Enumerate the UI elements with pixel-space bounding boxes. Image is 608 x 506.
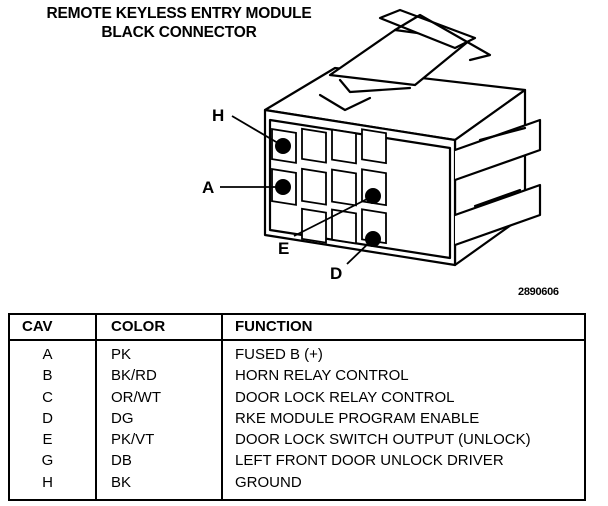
side-rib-2 bbox=[453, 183, 542, 247]
pin-label-a: A bbox=[202, 178, 214, 197]
cell-function: DOOR LOCK SWITCH OUTPUT (UNLOCK) bbox=[235, 431, 531, 449]
pin-label-h: H bbox=[212, 106, 224, 125]
latch-rail bbox=[378, 8, 477, 50]
header-function: FUNCTION bbox=[222, 314, 585, 341]
cell-color: DG bbox=[96, 407, 223, 430]
cell-function: GROUND bbox=[235, 473, 302, 491]
cell-color: PK bbox=[96, 340, 223, 366]
table-row: H BK GROUND bbox=[9, 471, 585, 501]
cell-cav: C bbox=[9, 386, 97, 408]
table-row: C OR/WT DOOR LOCK RELAY CONTROL bbox=[9, 386, 585, 408]
table-row: E PK/VT DOOR LOCK SWITCH OUTPUT (UNLOCK) bbox=[9, 429, 585, 451]
connector-drawing: H A E D bbox=[202, 8, 542, 283]
cell-color: BK/RD bbox=[96, 365, 223, 387]
table-row: D DG RKE MODULE PROGRAM ENABLE bbox=[9, 407, 585, 430]
figure-id: 2890606 bbox=[518, 286, 559, 298]
diagram-title: REMOTE KEYLESS ENTRY MODULE BLACK CONNEC… bbox=[14, 4, 344, 42]
table-row: G DB LEFT FRONT DOOR UNLOCK DRIVER bbox=[9, 450, 585, 472]
table-header-row: CAV COLOR FUNCTION bbox=[9, 314, 585, 341]
table-row: A PK FUSED B (+) bbox=[9, 340, 585, 366]
cell-function: LEFT FRONT DOOR UNLOCK DRIVER bbox=[235, 452, 504, 470]
cell-cav: H bbox=[9, 471, 97, 501]
cell-function: HORN RELAY CONTROL bbox=[235, 367, 409, 385]
cell-color: OR/WT bbox=[96, 386, 223, 408]
table-row: B BK/RD HORN RELAY CONTROL bbox=[9, 365, 585, 387]
leader-e bbox=[293, 195, 374, 237]
cell-color: BK bbox=[96, 471, 223, 501]
leader-d bbox=[346, 238, 374, 265]
pin-label-e: E bbox=[278, 239, 289, 258]
header-color: COLOR bbox=[96, 314, 223, 341]
cell-color: DB bbox=[96, 450, 223, 472]
cell-function: DOOR LOCK RELAY CONTROL bbox=[235, 388, 455, 406]
cell-cav: A bbox=[9, 340, 97, 366]
cavity-table: CAV COLOR FUNCTION A PK FUSED B (+) B BK… bbox=[8, 313, 586, 502]
cavity-grid bbox=[271, 127, 387, 245]
cell-cav: E bbox=[9, 429, 97, 451]
latch-tab bbox=[393, 13, 492, 62]
cell-cav: B bbox=[9, 365, 97, 387]
cell-cav: G bbox=[9, 450, 97, 472]
leader-h bbox=[231, 115, 284, 147]
title-line-1: REMOTE KEYLESS ENTRY MODULE bbox=[46, 5, 312, 22]
header-cav: CAV bbox=[9, 314, 97, 341]
cell-color: PK/VT bbox=[96, 429, 223, 451]
pin-label-d: D bbox=[330, 264, 342, 283]
cell-cav: D bbox=[9, 407, 97, 430]
title-line-2: BLACK CONNECTOR bbox=[101, 24, 257, 41]
cell-function: FUSED B (+) bbox=[235, 346, 323, 363]
cell-function: RKE MODULE PROGRAM ENABLE bbox=[235, 409, 480, 427]
